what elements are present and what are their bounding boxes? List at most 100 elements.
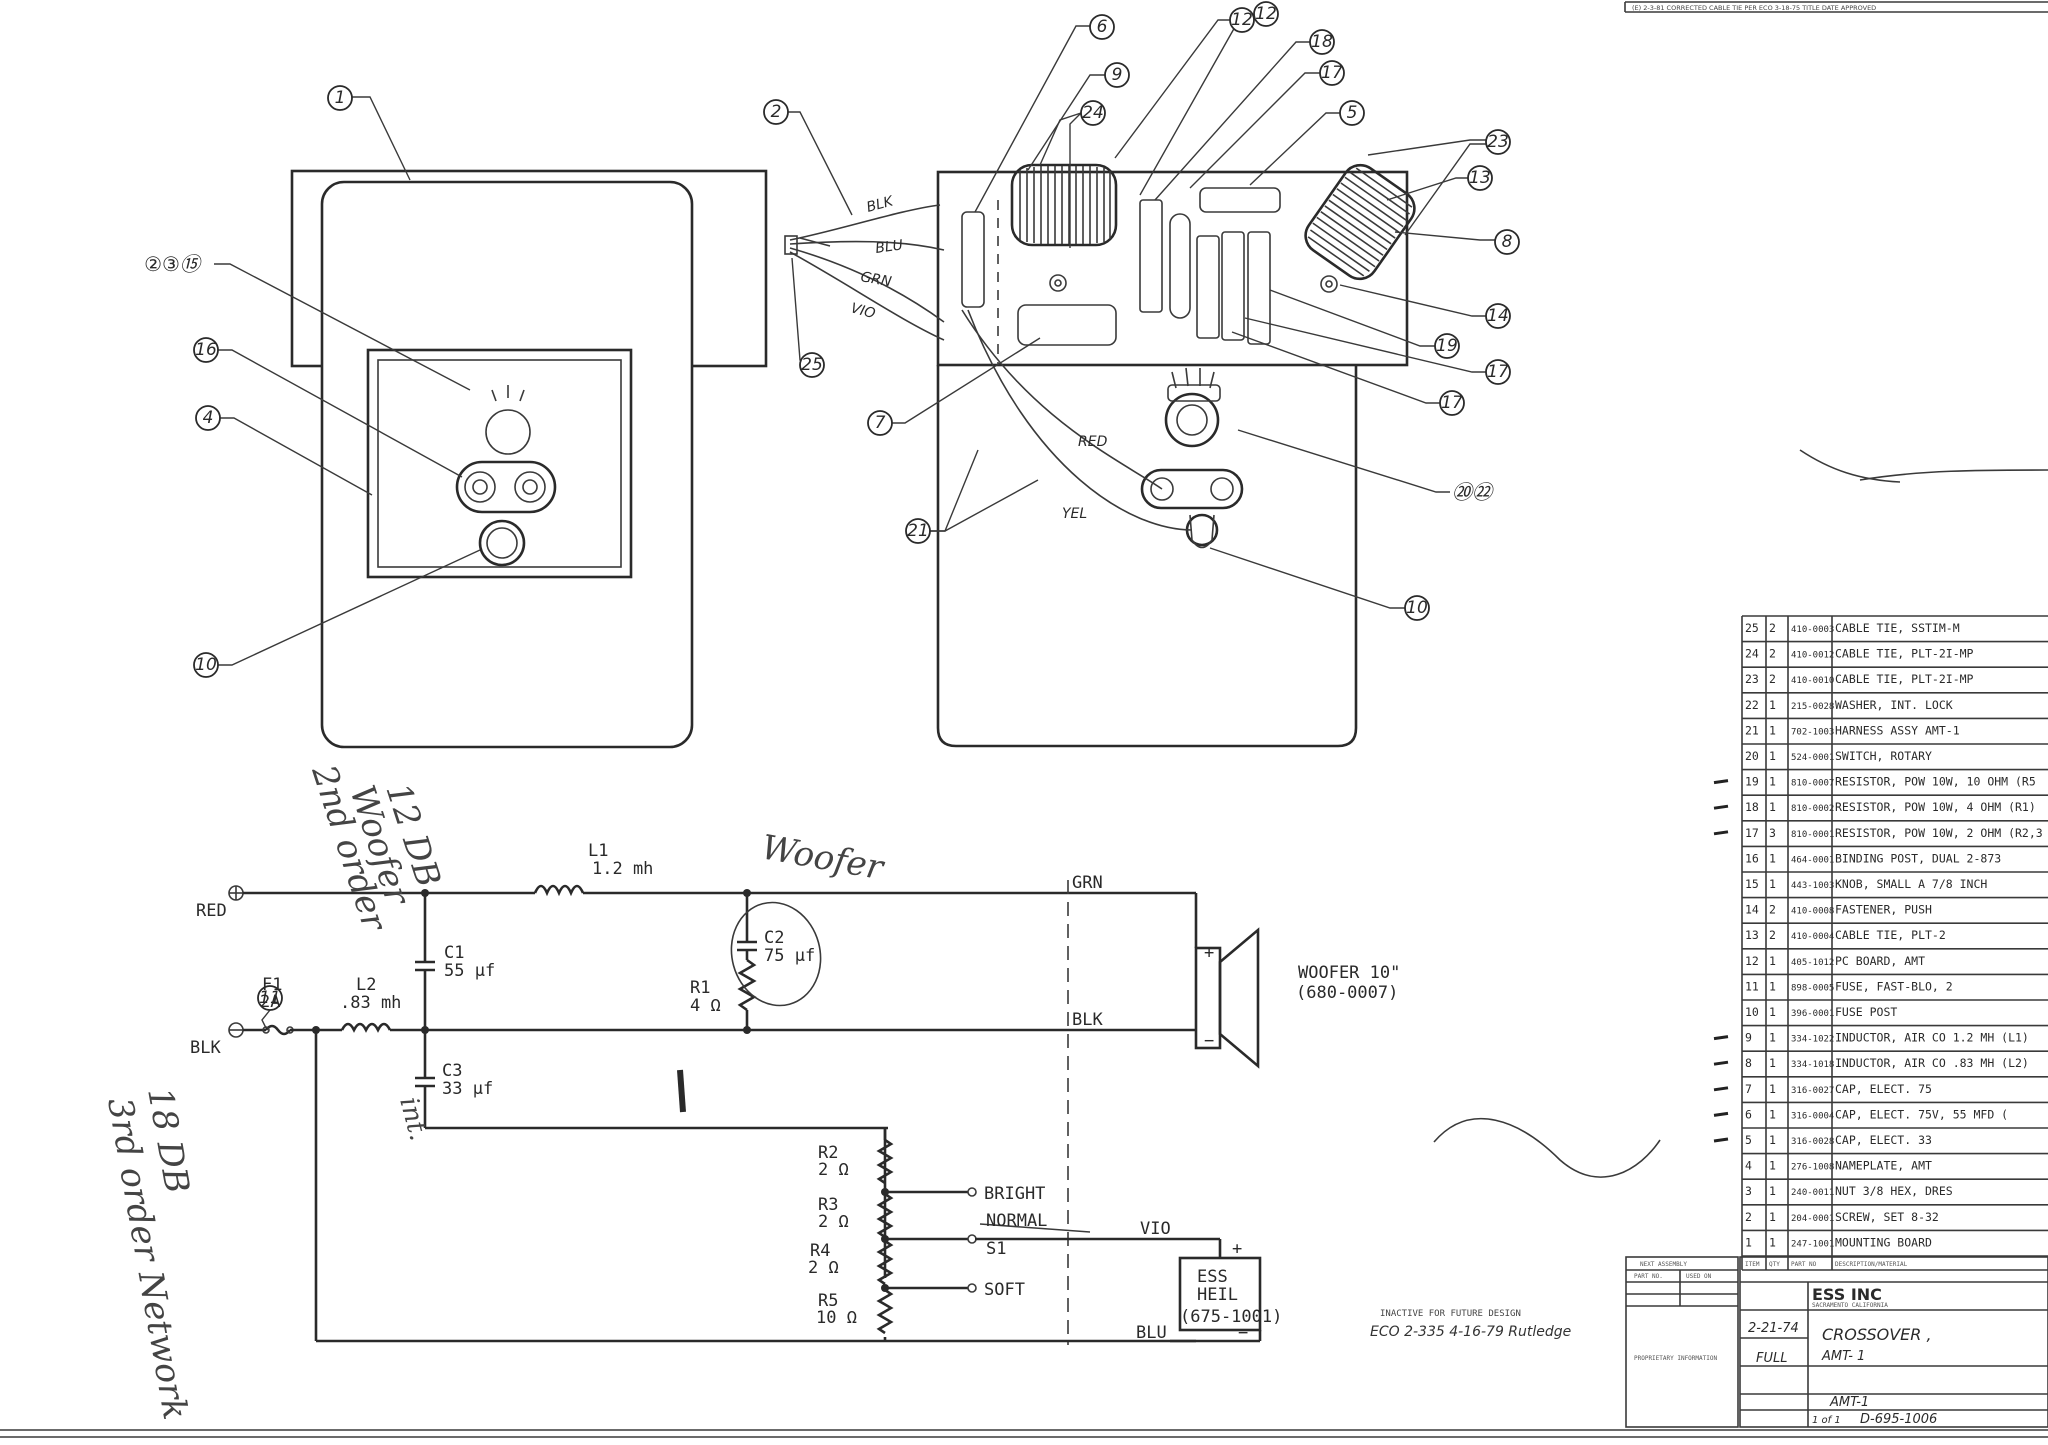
parts-row-item: 12 <box>1745 954 1759 968</box>
callout-10-rear: 10 <box>1406 598 1428 618</box>
parts-row-item: 21 <box>1745 723 1759 737</box>
front-panel-view <box>290 169 768 749</box>
parts-row-part: 204-0001 <box>1791 1214 1834 1224</box>
wire-label-grn: GRN <box>859 269 893 290</box>
callout-20-22: ⑳㉒ <box>1452 480 1495 504</box>
label-f1-val: 2A <box>260 992 280 1012</box>
fastener <box>1049 274 1067 292</box>
parts-row-desc: RESISTOR, POW 10W, 4 OHM (R1) <box>1835 800 2036 814</box>
parts-row-item: 24 <box>1745 647 1759 661</box>
callout-17-low: 17 <box>1441 393 1463 413</box>
change-mark <box>1713 779 1729 785</box>
label-normal: NORMAL <box>986 1211 1047 1231</box>
label-heil: HEIL <box>1197 1285 1238 1305</box>
change-mark <box>1713 1137 1729 1143</box>
parts-row-desc: FUSE, FAST-BLO, 2 <box>1835 979 1953 993</box>
parts-row-item: 17 <box>1745 826 1759 840</box>
parts-row-desc: NAMEPLATE, AMT <box>1835 1159 1932 1173</box>
ess-plus: + <box>1232 1239 1242 1259</box>
callout-leaders <box>214 17 1495 1029</box>
callout-16: 16 <box>195 340 217 360</box>
parts-row-desc: HARNESS ASSY AMT-1 <box>1835 723 1960 737</box>
parts-row-desc: CABLE TIE, PLT-2I-MP <box>1835 647 1974 661</box>
parts-row-qty: 1 <box>1769 775 1776 789</box>
tb-division: SACRAMENTO CALIFORNIA <box>1812 1302 1888 1309</box>
callout-7: 7 <box>875 413 886 433</box>
parts-row-part: 810-0007 <box>1791 779 1834 789</box>
resistor-r4 <box>1247 231 1271 345</box>
parts-row-part: 316-0028 <box>1791 1137 1834 1147</box>
parts-row-item: 18 <box>1745 800 1759 814</box>
parts-row-qty: 1 <box>1769 954 1776 968</box>
callout-10-front: 10 <box>195 655 217 675</box>
parts-row-desc: INDUCTOR, AIR CO .83 MH (L2) <box>1835 1056 2029 1070</box>
parts-row-part: 810-0001 <box>1791 830 1834 840</box>
parts-row-desc: SWITCH, ROTARY <box>1835 749 1932 763</box>
callout-8: 8 <box>1502 232 1513 252</box>
ess-heil-driver <box>1178 1256 1262 1332</box>
parts-row-item: 8 <box>1745 1056 1752 1070</box>
parts-row-desc: CABLE TIE, PLT-2 <box>1835 928 1946 942</box>
parts-row-qty: 1 <box>1769 1107 1776 1121</box>
parts-row-part: 410-0012 <box>1791 651 1834 661</box>
parts-row-item: 4 <box>1745 1159 1752 1173</box>
parts-row-item: 25 <box>1745 621 1759 635</box>
parts-row-part: 464-0001 <box>1791 855 1834 865</box>
callout-2-3-15: ②③⑮ <box>144 252 203 276</box>
label-soft: SOFT <box>984 1280 1025 1300</box>
label-r5-val: 10 Ω <box>816 1308 857 1328</box>
parts-row-desc: WASHER, INT. LOCK <box>1835 698 1953 712</box>
callout-14: 14 <box>1487 306 1509 326</box>
parts-row-part: 316-0027 <box>1791 1086 1834 1096</box>
inactive-stamp: INACTIVE FOR FUTURE DESIGN ECO 2-335 4-1… <box>1370 1309 1571 1340</box>
parts-row-qty: 1 <box>1769 1005 1776 1019</box>
resistor-r5 <box>1199 187 1281 213</box>
parts-row-desc: MOUNTING BOARD <box>1835 1235 1932 1249</box>
callout-17-top: 17 <box>1321 63 1343 83</box>
parts-row-item: 16 <box>1745 851 1759 865</box>
parts-row-item: 19 <box>1745 775 1759 789</box>
cable-tie <box>784 235 798 255</box>
parts-row-desc: CAP, ELECT. 33 <box>1835 1133 1932 1147</box>
schematic <box>228 880 1262 1345</box>
tb-proprietary: PROPRIETARY INFORMATION <box>1634 1355 1717 1362</box>
label-f1: F1 <box>262 975 282 995</box>
label-l2-val: .83 mh <box>340 993 401 1013</box>
parts-row-desc: RESISTOR, POW 10W, 10 OHM (R5 <box>1835 775 2036 789</box>
woofer-plus: + <box>1204 943 1214 963</box>
label-r1-val: 4 Ω <box>690 996 721 1016</box>
wire-label-blu: BLU <box>874 237 904 257</box>
callout-21: 21 <box>907 521 929 541</box>
label-woofer: WOOFER 10" <box>1298 963 1400 983</box>
stamp-line-1: INACTIVE FOR FUTURE DESIGN <box>1380 1309 1521 1319</box>
callout-25: 25 <box>801 355 823 375</box>
sketch-curve <box>1433 1117 1661 1178</box>
resistor-r3-symbol <box>876 1192 894 1239</box>
revision-strip-text: (E) 2-3-81 CORRECTED CABLE TIE PER ECO 3… <box>1632 4 1876 12</box>
nameplate-inner <box>377 359 622 568</box>
parts-row-item: 3 <box>1745 1184 1752 1198</box>
parts-row-desc: SCREW, SET 8-32 <box>1835 1210 1939 1224</box>
parts-row-desc: CABLE TIE, SSTIM-M <box>1835 621 1960 635</box>
stamp-line-2: ECO 2-335 4-16-79 Rutledge <box>1370 1324 1571 1340</box>
callout-5: 5 <box>1347 103 1358 123</box>
parts-header: PART NO <box>1791 1261 1817 1268</box>
parts-row-desc: RESISTOR, POW 10W, 2 OHM (R2,3 <box>1835 826 2043 840</box>
change-mark <box>1713 1111 1729 1117</box>
binding-post-rear <box>1140 468 1244 510</box>
tb-scale: FULL <box>1756 1351 1787 1366</box>
callout-9: 9 <box>1112 65 1123 85</box>
callout-6: 6 <box>1097 17 1108 37</box>
parts-row-qty: 3 <box>1769 826 1776 840</box>
parts-row-part: 247-1001 <box>1791 1239 1834 1249</box>
parts-row-qty: 1 <box>1769 1056 1776 1070</box>
parts-header: ITEM <box>1745 1261 1760 1268</box>
parts-row-part: 810-0002 <box>1791 804 1834 814</box>
note-woofer: Woofer <box>758 827 887 888</box>
parts-row-item: 5 <box>1745 1133 1752 1147</box>
label-c3-val: 33 µf <box>442 1079 493 1099</box>
parts-row-qty: 1 <box>1769 1159 1776 1173</box>
parts-row-qty: 1 <box>1769 1235 1776 1249</box>
